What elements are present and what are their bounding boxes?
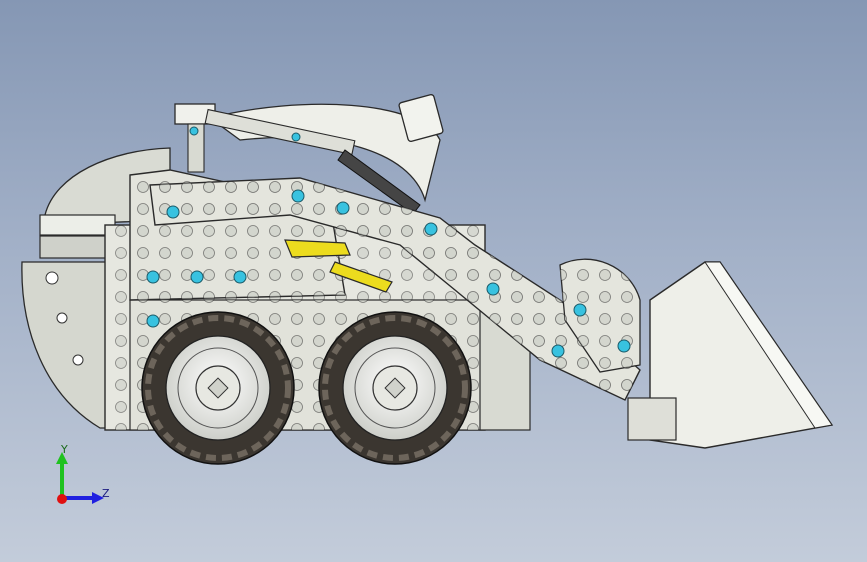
hydraulic-cylinder[interactable]	[284, 149, 421, 293]
coordinate-triad: Y Z	[56, 443, 110, 504]
z-axis-label: Z	[102, 487, 110, 500]
y-axis-arrow-icon	[56, 452, 68, 464]
front-wheel[interactable]	[318, 311, 472, 465]
x-axis-dot-icon	[57, 494, 67, 504]
rear-wheel[interactable]	[141, 311, 295, 465]
z-axis-arrow-icon	[92, 492, 104, 504]
pin-accents	[146, 126, 631, 358]
loader-arm[interactable]	[149, 177, 641, 401]
bucket[interactable]	[627, 261, 834, 449]
y-axis-label: Y	[60, 443, 68, 456]
